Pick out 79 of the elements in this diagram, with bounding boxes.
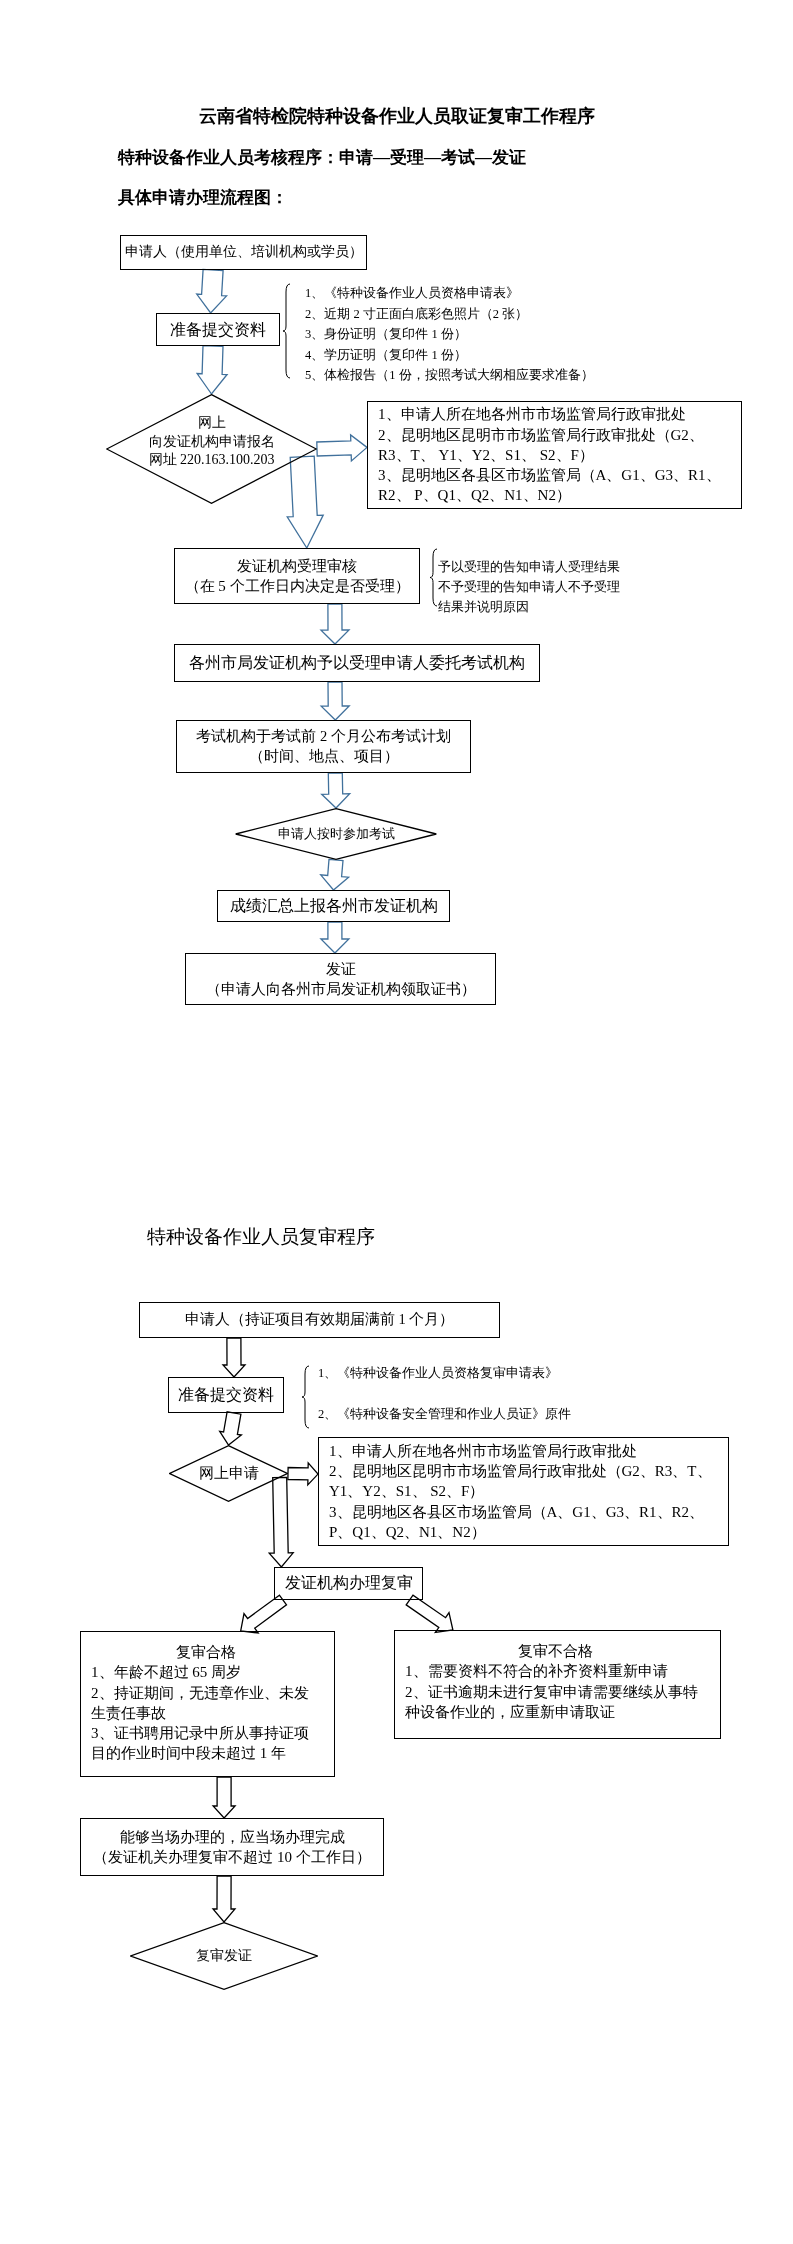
box-text: （在 5 个工作日内决定是否受理） — [184, 577, 410, 596]
process-box — [176, 720, 471, 773]
block-arrow — [287, 1461, 319, 1487]
box-text: （发证机关办理复审不超过 10 个工作日） — [93, 1848, 371, 1867]
info-box — [318, 1437, 729, 1546]
box-text: 向发证机构申请报名 — [148, 432, 275, 451]
block-arrow — [221, 1337, 247, 1378]
list-item: 1、《特种设备作业人员资格申请表》 — [305, 285, 521, 302]
block-arrow — [195, 345, 229, 396]
box-text: 3、昆明地区各县区市场监管局（A、G1、G3、R1、R2、 P、Q1、Q2、N1、N2） — [378, 466, 722, 506]
box-text: 能够当场办理的，应当场办理完成 — [119, 1827, 345, 1847]
block-arrow — [211, 1875, 237, 1923]
process-box — [120, 235, 367, 270]
list-item: 1、《特种设备作业人员资格复审申请表》 — [318, 1365, 560, 1382]
box-text: 复审不合格 — [517, 1642, 594, 1661]
list-item: 2、近期 2 寸正面白底彩色照片（2 张） — [305, 305, 530, 323]
block-arrow — [239, 1594, 288, 1634]
box-text: 复审发证 — [196, 1946, 252, 1965]
box-text: 考试机构于考试前 2 个月公布考试计划 — [196, 726, 451, 746]
box-text: 成绩汇总上报各州市发证机构 — [229, 895, 438, 916]
box-text: 申请人（持证项目有效期届满前 1 个月） — [184, 1310, 455, 1330]
process-box — [174, 644, 540, 682]
box-text: 1、申请人所在地各州市市场监管局行政审批处 — [378, 405, 687, 425]
box-text: 1、申请人所在地各州市市场监管局行政审批处 — [329, 1441, 638, 1461]
box-text: 复审合格 — [174, 1643, 237, 1662]
block-arrow — [316, 433, 369, 463]
block-arrow — [319, 603, 351, 645]
block-arrow — [195, 268, 228, 314]
block-arrow — [319, 921, 351, 954]
block-arrow — [211, 1776, 237, 1819]
block-arrow — [319, 858, 351, 891]
box-text: 1、年龄不超过 65 周岁 — [91, 1663, 242, 1683]
box-text: 2、持证期间，无违章作业、未发生责任事故 — [91, 1683, 310, 1723]
section-heading: 特种设备作业人员复审程序 — [147, 1225, 375, 1249]
process-box — [185, 953, 496, 1005]
process-box — [156, 313, 280, 346]
list-item: 4、学历证明（复印件 1 份） — [305, 346, 468, 364]
box-text: 3、证书聘用记录中所从事持证项目的作业时间中段未超过 1 年 — [91, 1724, 310, 1764]
process-box — [80, 1818, 384, 1876]
box-text: （申请人向各州市局发证机构领取证书） — [205, 980, 476, 999]
box-text: 申请人按时参加考试 — [277, 825, 395, 843]
box-text: 3、昆明地区各县区市场监管局（A、G1、G3、R1、R2、P、Q1、Q2、N1、N2） — [329, 1502, 705, 1542]
process-box — [139, 1302, 500, 1338]
box-text: 2、证书逾期未进行复审申请需要继续从事特种设备作业的，应重新申请取证 — [405, 1682, 699, 1722]
block-arrow — [286, 455, 325, 550]
list-item: 予以受理的告知申请人受理结果 — [438, 558, 621, 576]
heading: 特种设备作业人员考核程序：申请—受理—考试—发证 — [118, 147, 526, 169]
box-text: （时间、地点、项目） — [248, 746, 399, 766]
list-item: 不予受理的告知申请人不予受理结果并说明原因 — [438, 578, 621, 616]
box-text: 各州市局发证机构予以受理申请人委托考试机构 — [189, 652, 525, 673]
title: 云南省特检院特种设备作业人员取证复审工作程序 — [197, 105, 596, 128]
info-box — [367, 401, 742, 509]
block-arrow — [218, 1411, 243, 1446]
process-box — [217, 890, 450, 922]
list-item: 3、身份证明（复印件 1 份） — [305, 326, 468, 343]
box-text: 网上申请 — [198, 1464, 259, 1484]
box-text: 准备提交资料 — [178, 1384, 274, 1405]
process-box — [168, 1377, 284, 1413]
process-box — [174, 548, 420, 604]
process-box — [274, 1567, 423, 1600]
box-text: 2、昆明地区昆明市市场监管局行政审批处（G2、R3、T、 Y1、Y2、S1、 S2、F） — [378, 425, 705, 465]
box-text: 发证机构办理复审 — [284, 1573, 413, 1594]
heading: 具体申请办理流程图： — [118, 187, 288, 209]
box-text: 网上 — [197, 413, 226, 432]
block-arrow — [267, 1476, 295, 1568]
block-arrow — [405, 1594, 454, 1634]
box-text: 准备提交资料 — [170, 319, 266, 340]
block-arrow — [320, 772, 352, 809]
box-text: 发证 — [325, 959, 356, 979]
box-text: 发证机构受理审核 — [237, 556, 357, 576]
block-arrow — [319, 681, 351, 721]
box-text: 1、需要资料不符合的补齐资料重新申请 — [405, 1662, 669, 1682]
list-item: 5、体检报告（1 份，按照考试大纲相应要求准备） — [305, 367, 595, 384]
list-item: 2、《特种设备安全管理和作业人员证》原件 — [318, 1406, 573, 1423]
box-text: 申请人（使用单位、培训机构或学员） — [124, 243, 363, 262]
info-box — [80, 1631, 335, 1777]
box-text: 网址 220.163.100.203 — [148, 451, 275, 470]
info-box — [394, 1630, 721, 1739]
box-text: 2、昆明地区昆明市市场监管局行政审批处（G2、R3、T、Y1、Y2、S1、 S2、F） — [329, 1462, 713, 1502]
